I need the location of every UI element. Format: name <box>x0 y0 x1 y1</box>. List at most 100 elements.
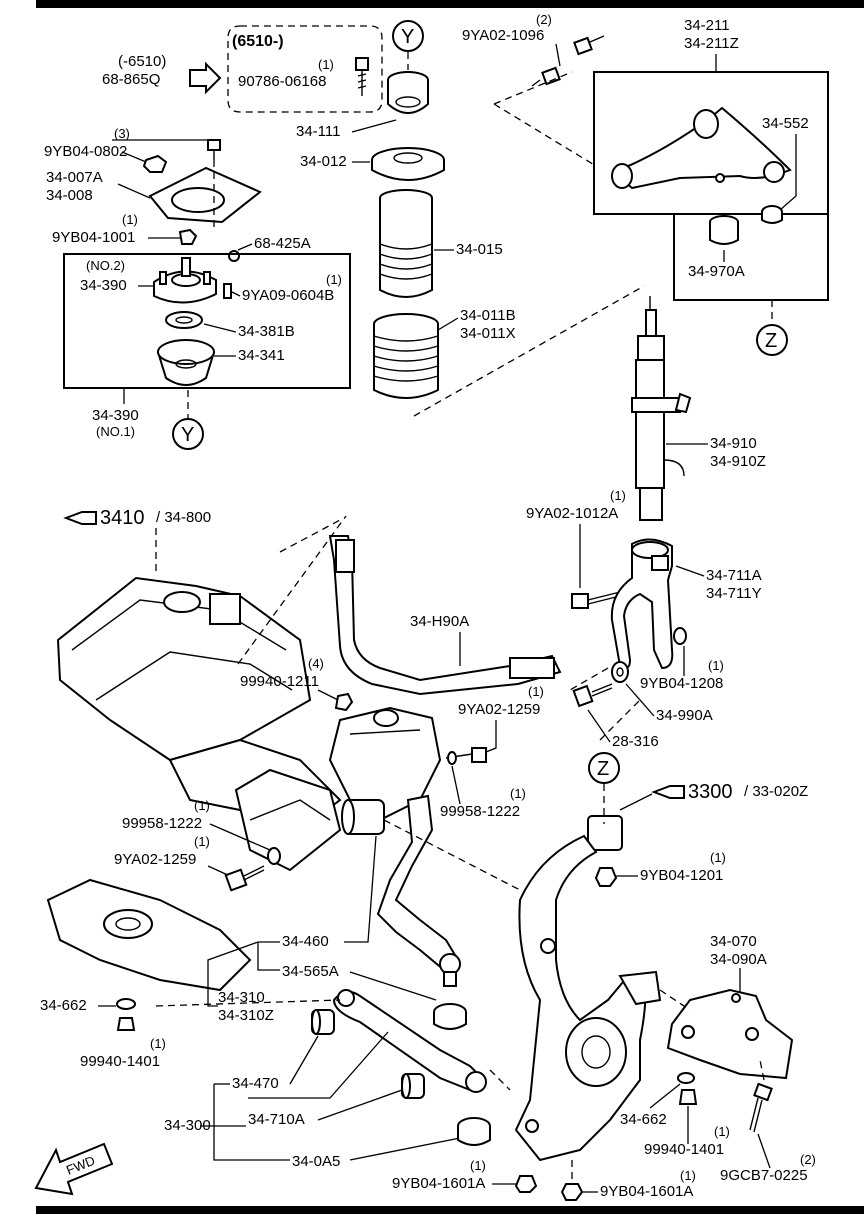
after-6510-box <box>227 25 383 113</box>
washer-label: 34-990A <box>656 707 713 724</box>
nut-part: 9YB04-1208 <box>640 675 723 692</box>
washer-qty: (1) <box>510 786 526 801</box>
callout-y-bottom-label: Y <box>181 424 194 446</box>
cover-label-b: 34-090A <box>710 951 767 968</box>
washer-990 <box>611 661 629 683</box>
bolt-part: 9YA02-1012A <box>526 505 618 522</box>
nut2-part: 9YB04-1601A <box>392 1175 485 1192</box>
strut-mount <box>153 257 217 304</box>
after-6510-label: (6510-) <box>232 33 284 50</box>
stud-part: 9YA09-0604B <box>242 287 334 304</box>
lower-arm-group: 34-460 34-565A 34-310 34-310Z 34-662 (1)… <box>34 794 538 1196</box>
nut-qty: (1) <box>710 850 726 865</box>
arm-bush-label: 34-460 <box>282 933 329 950</box>
washer-34-662 <box>116 998 136 1010</box>
nut-part: 99940-1401 <box>80 1053 160 1070</box>
lower-link <box>332 989 487 1093</box>
nut-99940 <box>116 1017 136 1031</box>
bearing <box>165 311 203 329</box>
callout-y-top <box>392 20 424 52</box>
shock-absorber <box>631 296 692 521</box>
callout-z-bottom <box>588 752 620 784</box>
callout-z-bottom-label: Z <box>597 758 609 780</box>
cover-bolt <box>749 1082 773 1133</box>
mount-label: 34-390 <box>80 277 127 294</box>
plate-label-b: 34-008 <box>46 187 93 204</box>
variant-no1: (NO.1) <box>96 424 135 439</box>
strut-group: 34-910 34-910Z (1) 9YA02-1012A 34-711A 3… <box>526 296 766 810</box>
ball-joint-label: 34-565A <box>282 963 339 980</box>
fwd-arrow-icon: FWD <box>34 1142 114 1196</box>
link-bushing <box>311 1009 335 1035</box>
bolt2-qty: (1) <box>194 834 210 849</box>
arrow-6510-icon <box>189 61 222 95</box>
nut-qty: (4) <box>308 656 324 671</box>
bolt2-label: 28-316 <box>612 733 659 750</box>
knuckle-group: 3300 / 33-020Z (1) 9YB04-1201 34-070 34-… <box>514 781 816 1201</box>
steering-knuckle <box>514 815 662 1162</box>
top-band <box>36 0 864 8</box>
shock-label-b: 34-910Z <box>710 453 766 470</box>
dust-boot <box>379 189 433 298</box>
upper-arm <box>611 106 792 190</box>
stud-bolt-6510 <box>355 57 369 96</box>
arm-label-a: 34-310 <box>218 989 265 1006</box>
boot-label: 34-015 <box>456 241 503 258</box>
nut-part: 9YB04-0802 <box>44 143 127 160</box>
bush2-label: 34-470 <box>232 1075 279 1092</box>
clip-label: 68-425A <box>254 235 311 252</box>
prior-6510-part: 68-865Q <box>102 71 160 88</box>
arm-bolts <box>531 35 605 87</box>
washer2-part: 99958-1222 <box>122 815 202 832</box>
bellows-boot <box>373 313 439 399</box>
top-bolt <box>207 139 221 160</box>
callout-z-top-label: Z <box>765 330 777 352</box>
bolt-28-316 <box>572 683 613 708</box>
bound-stopper <box>387 71 429 114</box>
link-boot <box>457 1117 491 1146</box>
crossmember-frame <box>46 576 442 992</box>
fork-label-b: 34-711Y <box>706 585 762 602</box>
ref-3410-a: 3410 <box>100 507 145 529</box>
bushing-2 <box>709 215 739 245</box>
crossmember-bolt <box>224 865 265 892</box>
mount-box <box>63 253 351 389</box>
nut-knuckle <box>678 1089 698 1105</box>
callout-y-bottom <box>172 418 204 450</box>
prior-6510-label: (-6510) <box>118 53 166 70</box>
boot-label: 34-0A5 <box>292 1153 340 1170</box>
bolt-part: 9YA02-1096 <box>462 27 544 44</box>
shock-label-a: 34-910 <box>710 435 757 452</box>
washer-label: 34-662 <box>620 1111 667 1128</box>
spring-seat <box>156 339 216 386</box>
nut2-qty: (1) <box>470 1158 486 1173</box>
ball-joint-boot <box>433 1003 467 1030</box>
arm-label-b: 34-211Z <box>684 35 739 52</box>
crossmember-group: 3410 / 34-800 34-H90A (4) <box>46 507 562 992</box>
bottom-band <box>36 1206 864 1214</box>
link-label: 34-710A <box>248 1111 305 1128</box>
after-6510-part: 90786-06168 <box>238 73 326 90</box>
fork-label-a: 34-711A <box>706 567 762 584</box>
arm-label-a: 34-211 <box>684 17 730 34</box>
top-left-group: (6510-) (1) 90786-06168 (-6510) 68-865Q … <box>44 25 383 450</box>
lower-arm-bushing <box>341 799 385 835</box>
top-center-group: Y 34-111 34-012 34-015 <box>296 20 645 417</box>
boot2-label-a: 34-011B <box>460 307 516 324</box>
arm-assy-label: 34-300 <box>164 1117 211 1134</box>
bolt-qty: (2) <box>536 12 552 27</box>
bolt-part: 9GCB7-0225 <box>720 1167 808 1184</box>
bearing-label: 34-381B <box>238 323 295 340</box>
stud-qty: (1) <box>326 272 342 287</box>
bolt2-part: 9YA02-1259 <box>114 851 196 868</box>
link-bushing-2 <box>401 1073 425 1099</box>
pointer-3410-icon <box>63 511 97 525</box>
ref-3300-a: 3300 <box>688 781 733 803</box>
bush-label: 34-552 <box>762 115 809 132</box>
ref-3410-b: / 34-800 <box>156 509 211 526</box>
washer-99958 <box>267 847 281 865</box>
cover-label-a: 34-070 <box>710 933 757 950</box>
boot2-label-b: 34-011X <box>460 325 516 342</box>
ref-3300-b: / 33-020Z <box>744 783 808 800</box>
